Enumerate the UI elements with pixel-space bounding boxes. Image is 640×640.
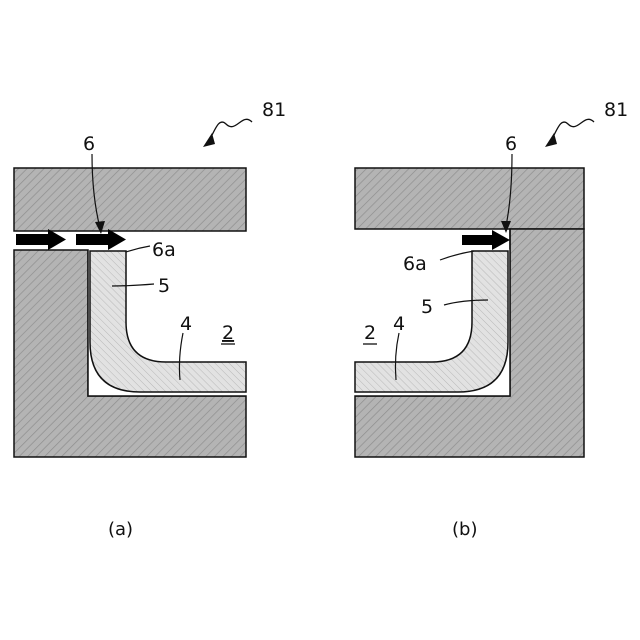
figure-ref-label-a: 81 — [262, 99, 286, 121]
upper-mold-a — [14, 168, 246, 231]
label-2-b: 2 — [364, 322, 376, 344]
arrow-feed-b — [462, 230, 510, 250]
label-4-a: 4 — [180, 313, 192, 335]
figure-ref-b: 81 — [545, 99, 628, 147]
arrow-feed-a-1 — [16, 229, 66, 250]
figure-ref-a: 81 — [203, 99, 286, 147]
panel-b: 6 6a 5 4 2 (b) — [355, 133, 584, 540]
squiggle-arrow-a — [208, 119, 252, 142]
upper-mold-b — [355, 168, 584, 229]
label-6-a: 6 — [83, 133, 95, 155]
caption-a: (a) — [108, 519, 133, 540]
label-5-b: 5 — [421, 296, 433, 318]
panel-a: 6 6a 5 4 2 (a) — [14, 133, 246, 540]
label-6a-a: 6a — [152, 239, 176, 261]
squiggle-arrow-b-head — [545, 133, 557, 147]
label-6-b: 6 — [505, 133, 517, 155]
label-4-b: 4 — [393, 313, 405, 335]
squiggle-arrow-a-head — [203, 133, 215, 147]
label-6a-b: 6a — [403, 253, 427, 275]
figure-ref-label-b: 81 — [604, 99, 628, 121]
label-5-a: 5 — [158, 275, 170, 297]
label-2-a: 2 — [222, 322, 234, 344]
squiggle-arrow-b — [550, 119, 594, 142]
caption-b: (b) — [452, 519, 477, 540]
